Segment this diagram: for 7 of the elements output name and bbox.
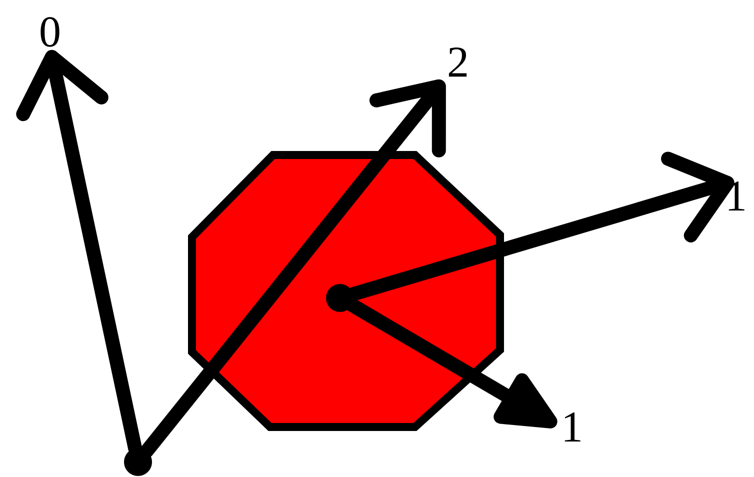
arrow xyxy=(140,79,446,458)
octagon-shape xyxy=(188,151,504,431)
number-label: 0 xyxy=(40,17,60,47)
arrow xyxy=(345,298,558,428)
arrow xyxy=(346,152,734,301)
number-label: 2 xyxy=(448,47,467,77)
number-label: 1 xyxy=(564,412,580,442)
